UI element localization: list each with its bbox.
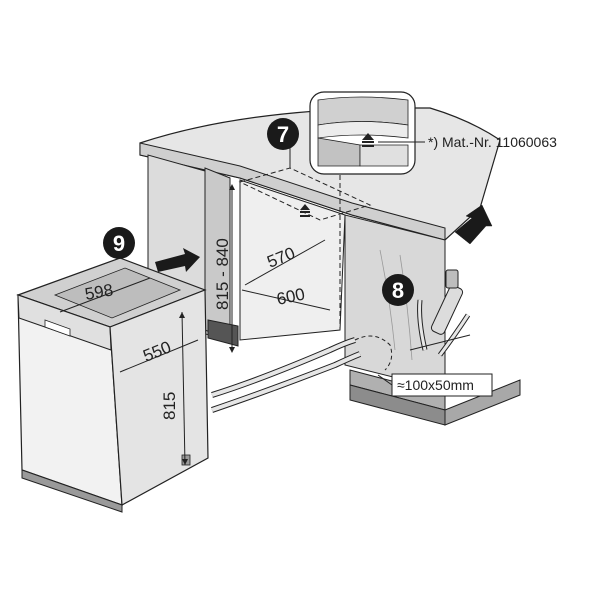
marker-9-label: 9 [113, 231, 125, 256]
appliance-height-label: 815 [160, 392, 179, 420]
hose-connections-icon [409, 269, 471, 357]
marker-7-label: 7 [277, 122, 289, 147]
push-arrow-icon [155, 248, 200, 272]
appliance-dimension-lines [59, 277, 199, 466]
clamp-arrow-icon [300, 204, 310, 217]
detail-callout [309, 91, 425, 175]
material-note: *) Mat.-Nr. 11060063 [428, 134, 557, 150]
niche-height-label: 815 - 840 [213, 238, 232, 310]
mounting-plane [238, 148, 372, 330]
floor-plinth [349, 379, 521, 426]
marker-8-label: 8 [392, 278, 404, 303]
opening-label: ≈100x50mm [397, 377, 474, 393]
opening-label-box [377, 373, 493, 397]
niche-dimension-lines [229, 184, 331, 353]
floor-hoses [211, 335, 393, 413]
marker-9: 9 [103, 227, 135, 259]
marker-8: 8 [382, 274, 414, 306]
marker-7: 7 [267, 118, 299, 150]
appliance-width-label: 598 [83, 280, 114, 304]
up-arrow-icon [454, 204, 493, 245]
